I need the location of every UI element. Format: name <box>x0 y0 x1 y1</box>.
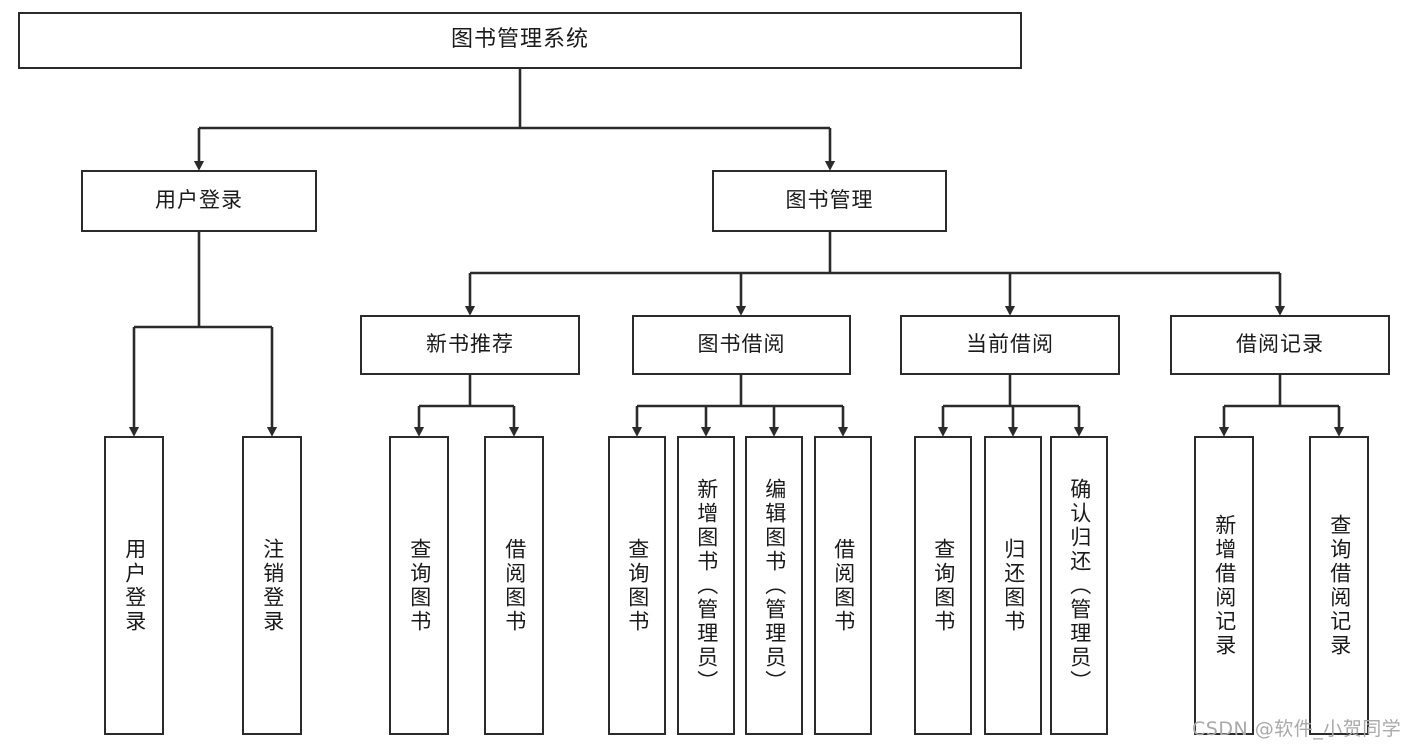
leaf-query-borrow-record-label: 查询借阅记录 <box>1327 513 1352 658</box>
leaf-query-book-borrow-label: 查询图书 <box>625 537 650 634</box>
leaf-query-book-current-label: 查询图书 <box>931 537 956 634</box>
leaf-user-login-label: 用户登录 <box>122 537 147 634</box>
node-user-login-label: 用户登录 <box>155 188 243 213</box>
leaf-edit-book-admin[interactable]: 编辑图书（管理员） <box>745 436 803 735</box>
leaf-edit-book-admin-label: 编辑图书（管理员） <box>762 477 787 694</box>
leaf-add-book-admin-label: 新增图书（管理员） <box>694 477 719 694</box>
leaf-return-book[interactable]: 归还图书 <box>984 436 1042 735</box>
node-current-borrow[interactable]: 当前借阅 <box>900 315 1120 375</box>
node-book-borrow-label: 图书借阅 <box>697 332 786 357</box>
leaf-borrow-book-recommend-label: 借阅图书 <box>502 537 527 634</box>
leaf-logout-label: 注销登录 <box>260 537 285 634</box>
csdn-watermark: CSDN @软件_小贺同学 <box>1192 718 1402 740</box>
node-new-book-recommend[interactable]: 新书推荐 <box>360 315 580 375</box>
leaf-query-book-borrow[interactable]: 查询图书 <box>608 436 666 735</box>
leaf-query-borrow-record[interactable]: 查询借阅记录 <box>1309 436 1369 735</box>
leaf-user-login[interactable]: 用户登录 <box>104 436 164 735</box>
leaf-confirm-return-admin[interactable]: 确认归还（管理员） <box>1050 436 1108 735</box>
leaf-logout[interactable]: 注销登录 <box>242 436 302 735</box>
leaf-return-book-label: 归还图书 <box>1001 537 1026 634</box>
node-book-management-label: 图书管理 <box>785 188 874 213</box>
leaf-borrow-book-recommend[interactable]: 借阅图书 <box>484 436 544 735</box>
leaf-add-borrow-record-label: 新增借阅记录 <box>1212 513 1237 658</box>
leaf-borrow-book[interactable]: 借阅图书 <box>814 436 872 735</box>
leaf-query-book-recommend[interactable]: 查询图书 <box>389 436 449 735</box>
node-root[interactable]: 图书管理系统 <box>18 12 1022 69</box>
node-borrow-record[interactable]: 借阅记录 <box>1170 315 1390 375</box>
leaf-add-borrow-record[interactable]: 新增借阅记录 <box>1194 436 1254 735</box>
node-root-label: 图书管理系统 <box>450 27 589 53</box>
leaf-query-book-recommend-label: 查询图书 <box>407 537 432 634</box>
leaf-confirm-return-admin-label: 确认归还（管理员） <box>1067 477 1092 694</box>
node-current-borrow-label: 当前借阅 <box>966 332 1054 357</box>
node-new-book-recommend-label: 新书推荐 <box>426 332 514 357</box>
leaf-query-book-current[interactable]: 查询图书 <box>914 436 972 735</box>
node-book-management[interactable]: 图书管理 <box>712 170 947 232</box>
node-user-login[interactable]: 用户登录 <box>81 170 317 232</box>
leaf-borrow-book-label: 借阅图书 <box>831 537 856 634</box>
node-book-borrow[interactable]: 图书借阅 <box>632 315 851 375</box>
node-borrow-record-label: 借阅记录 <box>1236 332 1324 357</box>
leaf-add-book-admin[interactable]: 新增图书（管理员） <box>677 436 735 735</box>
